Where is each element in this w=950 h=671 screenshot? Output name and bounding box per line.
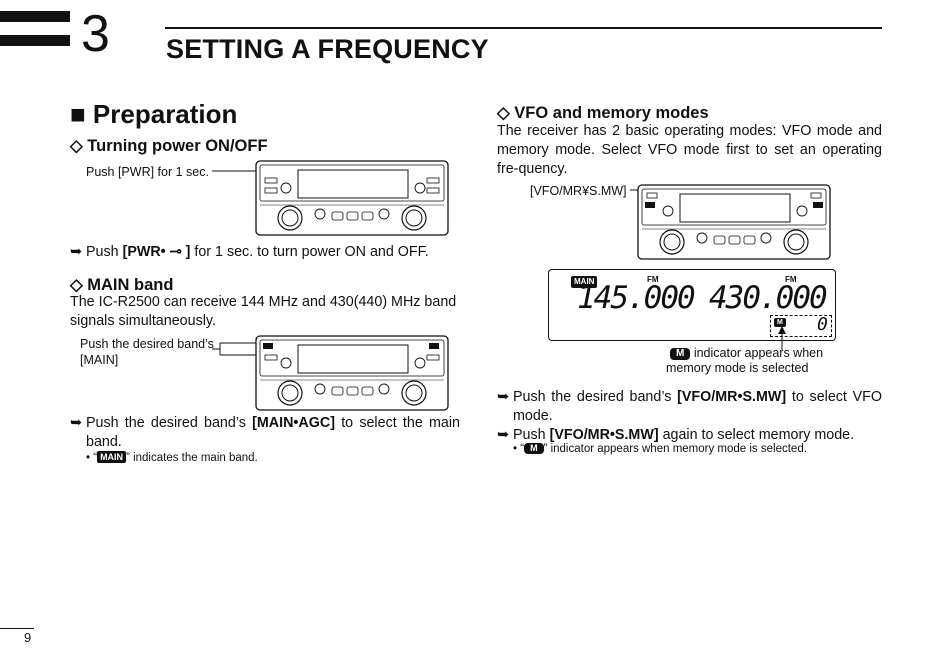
lcd-fm-right: FM — [785, 275, 797, 284]
key-icon: ⊸ — [165, 244, 186, 260]
m-note-badge: M — [524, 443, 544, 454]
main-band-body: The IC-R2500 can receive 144 MHz and 430… — [70, 294, 457, 329]
lcd-freq-left: 145.000 — [577, 280, 696, 316]
callout-main-1: Push the desired band’s — [80, 337, 214, 351]
heading-vfo-memory: ◇ VFO and memory modes — [497, 104, 709, 122]
main-badge: MAIN — [97, 451, 127, 463]
section-preparation: ■ Preparation — [70, 99, 238, 129]
indicator-caption-2: memory mode is selected — [666, 361, 809, 375]
page-number: 9 — [24, 630, 32, 645]
radio-front-panel-1 — [212, 160, 449, 236]
lcd-display: MAIN FM FM 145.000 430.000 M 0 — [548, 269, 836, 341]
chapter-tab-bottom — [0, 35, 70, 46]
arrow-icon: ➥ — [497, 427, 509, 443]
heading-main-band: ◇ MAIN band — [70, 276, 174, 294]
vfo-bullets: ➥Push the desired band’s [VFO/MR•S.MW] t… — [497, 388, 882, 445]
m-indicator-badge: M — [670, 348, 691, 360]
callout-vfo: [VFO/MR¥S.MW] — [530, 184, 627, 198]
chapter-title: SETTING A FREQUENCY — [166, 34, 489, 64]
note-main-band: • “MAIN” indicates the main band. — [86, 451, 258, 464]
note-memory-mode: • “M” indicator appears when memory mode… — [513, 443, 807, 455]
lcd-channel: 0 — [817, 314, 828, 335]
lcd-main-badge: MAIN — [571, 276, 598, 288]
arrow-icon: ➥ — [497, 389, 509, 405]
page-rule — [0, 628, 34, 629]
vfo-body: The receiver has 2 basic operating modes… — [497, 123, 882, 177]
bullet-power: ➥Push [PWR• ⊸ ] for 1 sec. to turn power… — [70, 244, 429, 260]
lcd-fm-left: FM — [647, 275, 659, 284]
bullet-main-band: ➥Push the desired band’s [MAIN•AGC] to s… — [70, 415, 460, 450]
lcd-m-badge: M — [774, 318, 786, 327]
radio-front-panel-2 — [212, 335, 449, 411]
arrow-icon: ➥ — [70, 244, 82, 260]
lcd-memory-box: M 0 — [770, 314, 832, 337]
callout-main-2: [MAIN] — [80, 353, 119, 367]
lcd-freq-right: 430.000 — [709, 280, 828, 316]
chapter-number: 3 — [81, 5, 110, 63]
chapter-rule — [165, 27, 882, 29]
radio-front-panel-3 — [630, 184, 831, 260]
arrow-icon: ➥ — [70, 415, 82, 431]
heading-power: ◇ Turning power ON/OFF — [70, 137, 268, 155]
indicator-arrow-icon — [778, 326, 786, 350]
bullet-memory-select: ➥Push [VFO/MR•S.MW] again to select memo… — [497, 427, 855, 443]
indicator-caption-1: M indicator appears when — [670, 345, 823, 361]
bullet-vfo-select: ➥Push the desired band’s [VFO/MR•S.MW] t… — [497, 389, 882, 424]
chapter-tab-top — [0, 11, 70, 22]
callout-pwr: Push [PWR] for 1 sec. — [86, 165, 209, 179]
